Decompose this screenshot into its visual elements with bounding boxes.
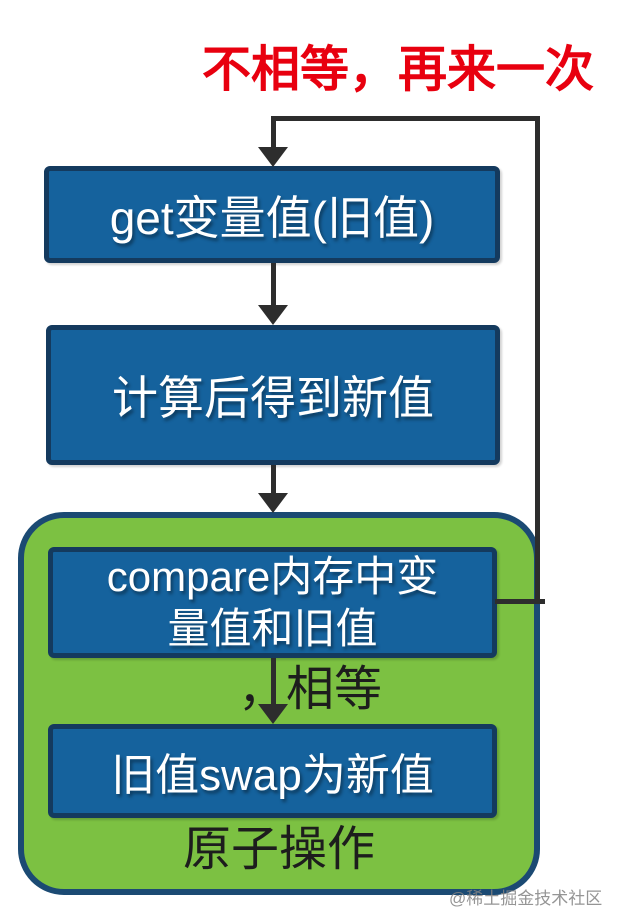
node-get-value: get变量值(旧值) xyxy=(44,166,500,263)
node-compute-new-value: 计算后得到新值 xyxy=(46,325,500,465)
loop-caption: 不相等，再来一次 xyxy=(202,43,595,97)
watermark: @稀土掘金技术社区 xyxy=(449,889,603,908)
connector-line xyxy=(271,263,276,307)
node-compare: compare内存中变 量值和旧值 xyxy=(48,547,497,658)
arrow-down-icon xyxy=(258,704,288,724)
arrow-down-icon xyxy=(258,493,288,513)
atomic-operation-label: 原子操作 xyxy=(182,823,375,876)
loop-line xyxy=(271,116,540,604)
arrow-down-icon xyxy=(258,147,288,167)
loop-entry-line xyxy=(271,119,276,151)
arrow-down-icon xyxy=(258,305,288,325)
loop-line-stub xyxy=(495,599,545,604)
connector-line xyxy=(271,465,276,495)
connector-line xyxy=(271,658,276,706)
node-swap: 旧值swap为新值 xyxy=(48,724,497,818)
